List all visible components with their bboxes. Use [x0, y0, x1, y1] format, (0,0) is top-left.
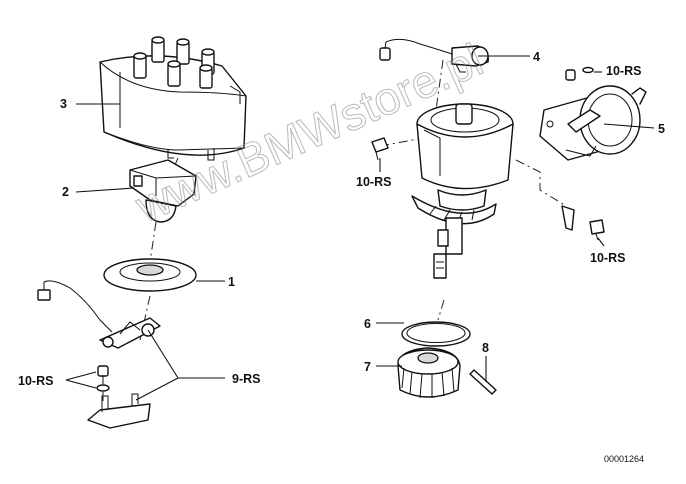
upper-right-screw[interactable] — [565, 66, 594, 81]
sensor-with-lead[interactable] — [379, 38, 489, 73]
leader-5 — [603, 123, 655, 129]
leader-10rs-left — [65, 371, 97, 389]
leader-9rs — [135, 329, 225, 401]
callout-4: 4 — [533, 50, 540, 64]
callout-6: 6 — [364, 317, 371, 331]
callout-10rs-top-right: 10-RS — [606, 64, 641, 78]
dust-shield-disc[interactable] — [103, 258, 197, 292]
callout-10rs-lower-right: 10-RS — [590, 251, 625, 265]
right-assembly-axis — [435, 59, 445, 321]
bracket-and-screw[interactable] — [561, 205, 605, 241]
cap-terminal-towers — [133, 36, 215, 89]
gear-pin[interactable] — [469, 369, 497, 395]
housing-screw-left[interactable] — [371, 137, 389, 161]
callout-9rs: 9-RS — [232, 372, 260, 386]
callout-10rs-left: 10-RS — [18, 374, 53, 388]
contact-breaker-points[interactable] — [87, 317, 161, 429]
callout-5: 5 — [658, 122, 665, 136]
callout-3: 3 — [60, 97, 67, 111]
callout-10rs-right-left: 10-RS — [356, 175, 391, 189]
left-screw-washer[interactable] — [96, 365, 110, 402]
breaker-lead-wire[interactable] — [37, 280, 113, 333]
distributor-housing[interactable] — [411, 103, 514, 279]
callout-7: 7 — [364, 360, 371, 374]
leader-2 — [75, 187, 135, 193]
drive-gear[interactable] — [397, 347, 461, 399]
callout-2: 2 — [62, 185, 69, 199]
o-ring-seal[interactable] — [401, 321, 471, 347]
distributor-cap[interactable] — [99, 36, 247, 161]
callout-1: 1 — [228, 275, 235, 289]
leader-10rs-lower-right — [597, 237, 605, 247]
distributor-rotor[interactable] — [129, 159, 197, 223]
callout-8: 8 — [482, 341, 489, 355]
vacuum-advance-unit[interactable] — [539, 85, 647, 161]
diagram-code: 00001264 — [604, 454, 644, 464]
